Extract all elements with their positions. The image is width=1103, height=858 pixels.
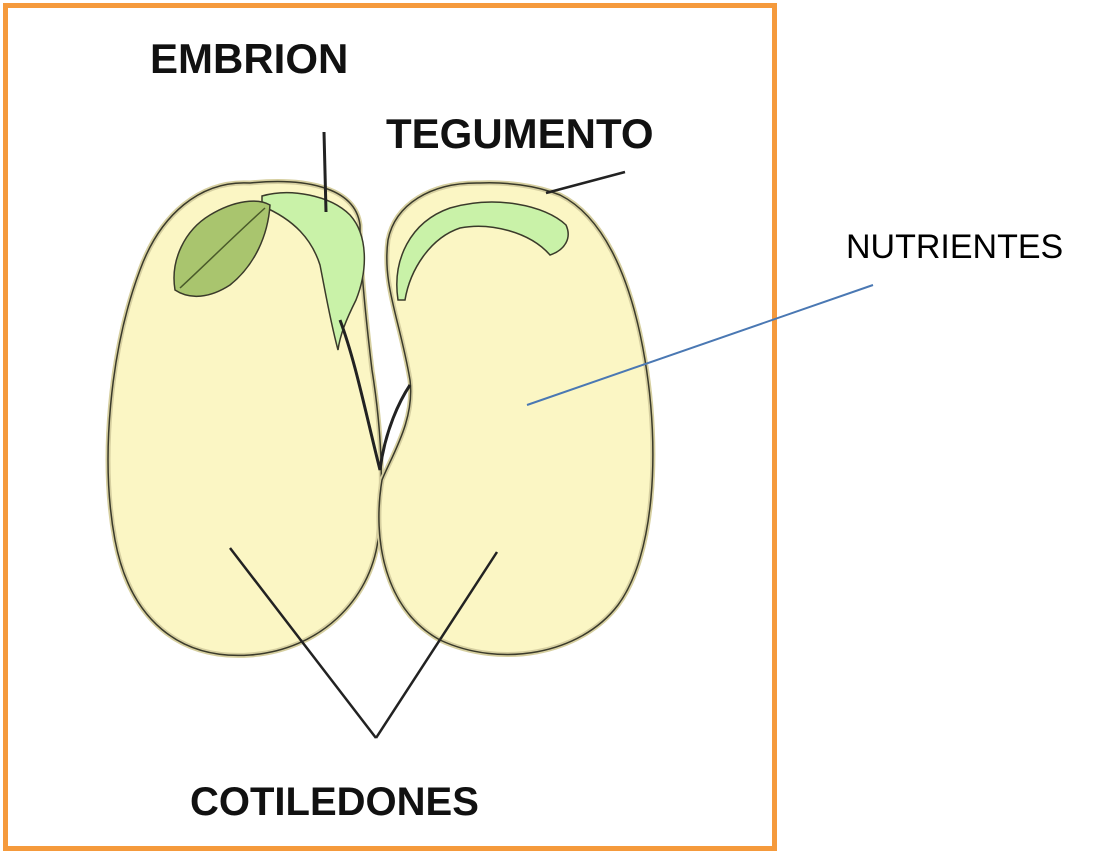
seed-coat-pointer xyxy=(546,172,625,193)
label-embrion: EMBRION xyxy=(150,35,348,82)
embryo-pointer xyxy=(324,132,326,212)
label-tegumento: TEGUMENTO xyxy=(386,110,654,157)
label-nutrientes: NUTRIENTES xyxy=(846,228,1063,266)
label-cotiledones: COTILEDONES xyxy=(190,780,479,824)
